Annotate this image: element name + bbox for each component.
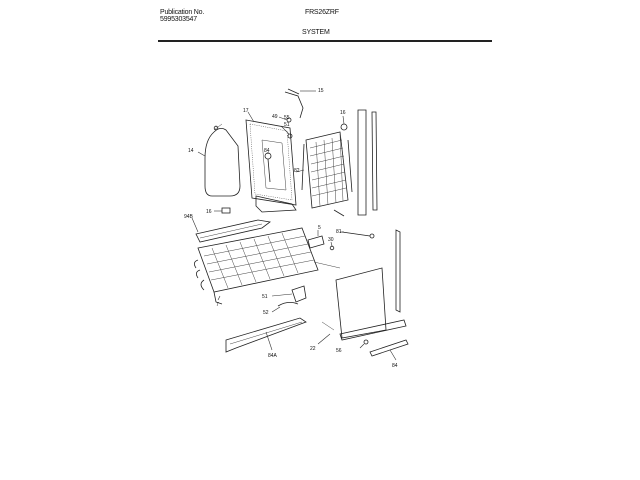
callout-51-lower: 51 [262,294,268,300]
drain-tube-part [363,339,409,357]
callout-55: 55 [284,115,290,121]
suction-line-part [357,109,378,216]
leader-lines [191,90,397,361]
callout-16: 16 [206,209,212,215]
callout-7: 7 [216,302,219,308]
drain-pan-part [225,317,307,353]
bracket-part [277,285,307,307]
callout-15: 15 [318,88,324,94]
fitting-part [307,231,375,251]
callout-17: 17 [243,108,249,114]
publication-number: 5995303547 [160,16,197,23]
callout-30: 30 [328,237,334,243]
evaporator-cover-part [245,119,297,213]
callout-52: 52 [263,310,269,316]
capillary-tube-part [284,88,304,119]
callout-84-lower: 84 [392,363,398,369]
heater-strip-part [195,219,271,243]
frame-rails-part [313,229,407,341]
callout-82: 82 [294,168,300,174]
callout-5: 5 [318,225,321,231]
screw-part [221,207,231,214]
callout-22: 22 [310,346,316,352]
callout-labels: 15 17 49 51 55 84 16 14 82 16 94B 5 81 3… [184,88,398,369]
callout-84: 84 [264,148,270,154]
header-rule [158,40,492,42]
callout-14: 14 [188,148,194,154]
tubing-loop-part [204,123,241,197]
evaporator-coil-part [286,117,353,217]
callout-49: 49 [272,114,278,120]
condenser-coil-part [194,227,319,305]
callout-16-top: 16 [340,110,346,116]
callout-51: 51 [284,122,290,128]
publication-label: Publication No. [160,9,205,16]
callout-84a: 84A [268,353,278,359]
section-title: SYSTEM [302,29,330,36]
callout-81: 81 [336,229,342,235]
callout-56: 56 [336,348,342,354]
callout-94b: 94B [184,214,194,220]
model-number: FRS26ZRF [305,9,339,16]
